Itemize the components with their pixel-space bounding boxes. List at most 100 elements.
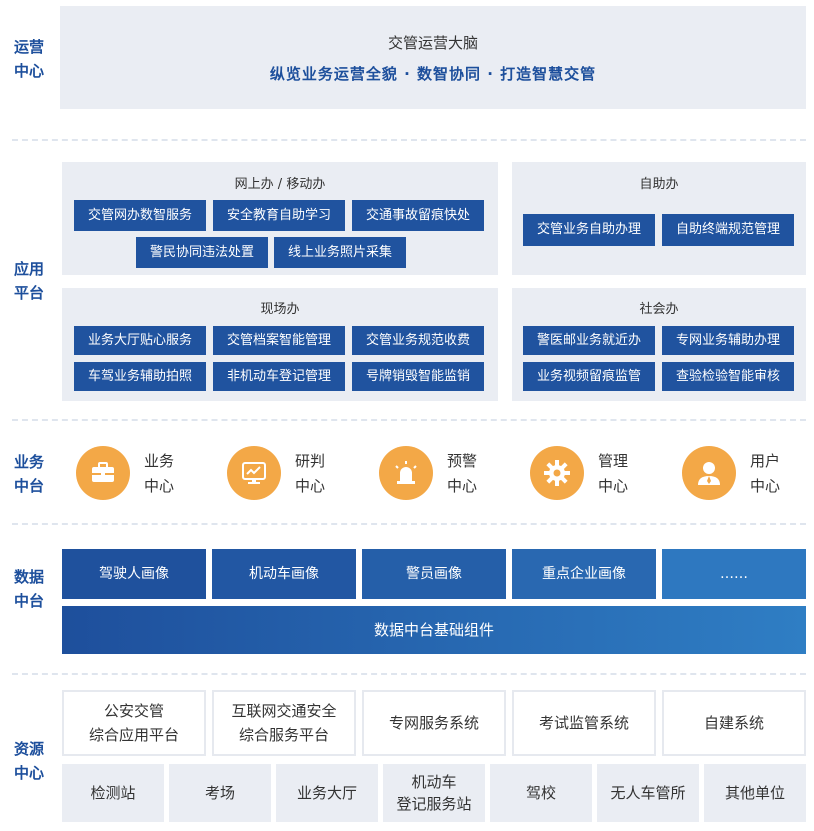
center-label-line: 业务	[144, 452, 175, 470]
center-label-line: 中心	[598, 477, 629, 495]
layer-label-biz: 业务 中台	[6, 450, 52, 498]
resource-line: 机动车	[411, 773, 457, 791]
app-item[interactable]: 交管网办数智服务	[74, 200, 206, 231]
resource-line: 无人车管所	[610, 784, 686, 802]
panel-title: 自助办	[639, 177, 679, 192]
panel-onsite: 现场办 业务大厅贴心服务 交管档案智能管理 交管业务规范收费 车驾业务辅助拍照 …	[62, 288, 498, 401]
app-item[interactable]: 号牌销毁智能监销	[352, 362, 484, 391]
center-label-line: 用户	[750, 452, 781, 470]
biz-center-analysis[interactable]: 研判中心	[227, 446, 347, 500]
app-item[interactable]: 业务大厅贴心服务	[74, 326, 206, 355]
layer-label-line: 中心	[13, 764, 44, 782]
resource-line: 考场	[204, 784, 235, 802]
resource-line: 驾校	[525, 784, 556, 802]
layer-label-line: 中心	[13, 62, 44, 80]
center-label-line: 中心	[447, 477, 478, 495]
panel-self: 自助办 交管业务自助办理 自助终端规范管理	[512, 162, 806, 275]
resource-unit[interactable]: 机动车登记服务站	[383, 764, 485, 822]
center-label-line: 中心	[295, 477, 326, 495]
layer-divider	[12, 419, 806, 421]
resource-system[interactable]: 考试监管系统	[512, 690, 656, 756]
app-item[interactable]: 查验检验智能审核	[662, 362, 794, 391]
resource-line: 互联网交通安全	[231, 702, 337, 720]
resource-line: 公安交管	[103, 702, 164, 720]
panel-online: 网上办 / 移动办 交管网办数智服务 安全教育自助学习 交通事故留痕快处 警民协…	[62, 162, 498, 275]
user-icon	[682, 446, 736, 500]
biz-center-user[interactable]: 用户中心	[682, 446, 802, 500]
panel-social: 社会办 警医邮业务就近办 专网业务辅助办理 业务视频留痕监管 查验检验智能审核	[512, 288, 806, 401]
resource-line: 综合应用平台	[88, 726, 179, 744]
data-profile-enterprise[interactable]: 重点企业画像	[512, 549, 656, 599]
layer-label-ops: 运营 中心	[6, 35, 52, 83]
ops-center-box: 交管运营大脑 纵览业务运营全貌 · 数智协同 · 打造智慧交管	[60, 6, 806, 109]
panel-title: 现场办	[260, 302, 300, 317]
center-label-line: 研判	[295, 452, 326, 470]
layer-label-line: 业务	[13, 453, 44, 471]
app-item[interactable]: 线上业务照片采集	[274, 237, 406, 268]
resource-system[interactable]: 专网服务系统	[362, 690, 506, 756]
center-label: 预警中心	[447, 449, 497, 499]
resource-system[interactable]: 自建系统	[662, 690, 806, 756]
biz-center-management[interactable]: 管理中心	[530, 446, 650, 500]
center-label-line: 中心	[144, 477, 175, 495]
panel-title: 网上办 / 移动办	[234, 177, 326, 192]
app-item[interactable]: 车驾业务辅助拍照	[74, 362, 206, 391]
ops-title: 交管运营大脑	[387, 34, 478, 52]
layer-label-res: 资源 中心	[6, 737, 52, 785]
resource-unit[interactable]: 驾校	[490, 764, 592, 822]
data-profile-more[interactable]: ……	[662, 549, 806, 599]
data-profile-vehicle[interactable]: 机动车画像	[212, 549, 356, 599]
center-label: 用户中心	[750, 449, 800, 499]
layer-label-line: 中台	[13, 592, 44, 610]
data-profile-police[interactable]: 警员画像	[362, 549, 506, 599]
layer-label-line: 运营	[13, 38, 44, 56]
resource-unit[interactable]: 检测站	[62, 764, 164, 822]
chart-monitor-icon	[227, 446, 281, 500]
app-item[interactable]: 警民协同违法处置	[136, 237, 268, 268]
resource-system[interactable]: 互联网交通安全综合服务平台	[212, 690, 356, 756]
center-label: 管理中心	[598, 449, 648, 499]
app-item[interactable]: 自助终端规范管理	[662, 214, 794, 246]
center-label-line: 预警	[447, 452, 478, 470]
alarm-light-icon	[379, 446, 433, 500]
gear-icon	[530, 446, 584, 500]
resource-line: 综合服务平台	[238, 726, 329, 744]
briefcase-icon	[76, 446, 130, 500]
data-base-components: 数据中台基础组件	[62, 606, 806, 654]
resource-line: 其他单位	[724, 784, 785, 802]
layer-label-line: 应用	[13, 260, 44, 278]
biz-center-warning[interactable]: 预警中心	[379, 446, 499, 500]
resource-unit[interactable]: 业务大厅	[276, 764, 378, 822]
resource-line: 考试监管系统	[538, 714, 629, 732]
app-item[interactable]: 安全教育自助学习	[213, 200, 345, 231]
layer-divider	[12, 523, 806, 525]
resource-line: 专网服务系统	[388, 714, 479, 732]
layer-label-line: 中台	[13, 477, 44, 495]
data-profile-driver[interactable]: 驾驶人画像	[62, 549, 206, 599]
app-item[interactable]: 交管业务规范收费	[352, 326, 484, 355]
panel-title: 社会办	[639, 302, 679, 317]
resource-system[interactable]: 公安交管综合应用平台	[62, 690, 206, 756]
app-item[interactable]: 交管档案智能管理	[213, 326, 345, 355]
app-item[interactable]: 专网业务辅助办理	[662, 326, 794, 355]
ops-subtitle: 纵览业务运营全貌 · 数智协同 · 打造智慧交管	[269, 65, 597, 83]
layer-label-app: 应用 平台	[6, 257, 52, 305]
resource-unit[interactable]: 考场	[169, 764, 271, 822]
resource-unit[interactable]: 无人车管所	[597, 764, 699, 822]
resource-line: 自建系统	[703, 714, 764, 732]
biz-center-business[interactable]: 业务中心	[76, 446, 196, 500]
app-item[interactable]: 业务视频留痕监管	[523, 362, 655, 391]
app-item[interactable]: 交通事故留痕快处	[352, 200, 484, 231]
app-item[interactable]: 警医邮业务就近办	[523, 326, 655, 355]
app-item[interactable]: 非机动车登记管理	[213, 362, 345, 391]
layer-divider	[12, 673, 806, 675]
layer-label-line: 资源	[13, 740, 44, 758]
layer-label-line: 数据	[13, 568, 44, 586]
center-label-line: 中心	[750, 477, 781, 495]
layer-label-data: 数据 中台	[6, 565, 52, 613]
app-item[interactable]: 交管业务自助办理	[523, 214, 655, 246]
resource-unit[interactable]: 其他单位	[704, 764, 806, 822]
center-label: 研判中心	[295, 449, 345, 499]
resource-line: 检测站	[90, 784, 136, 802]
resource-line: 业务大厅	[296, 784, 357, 802]
